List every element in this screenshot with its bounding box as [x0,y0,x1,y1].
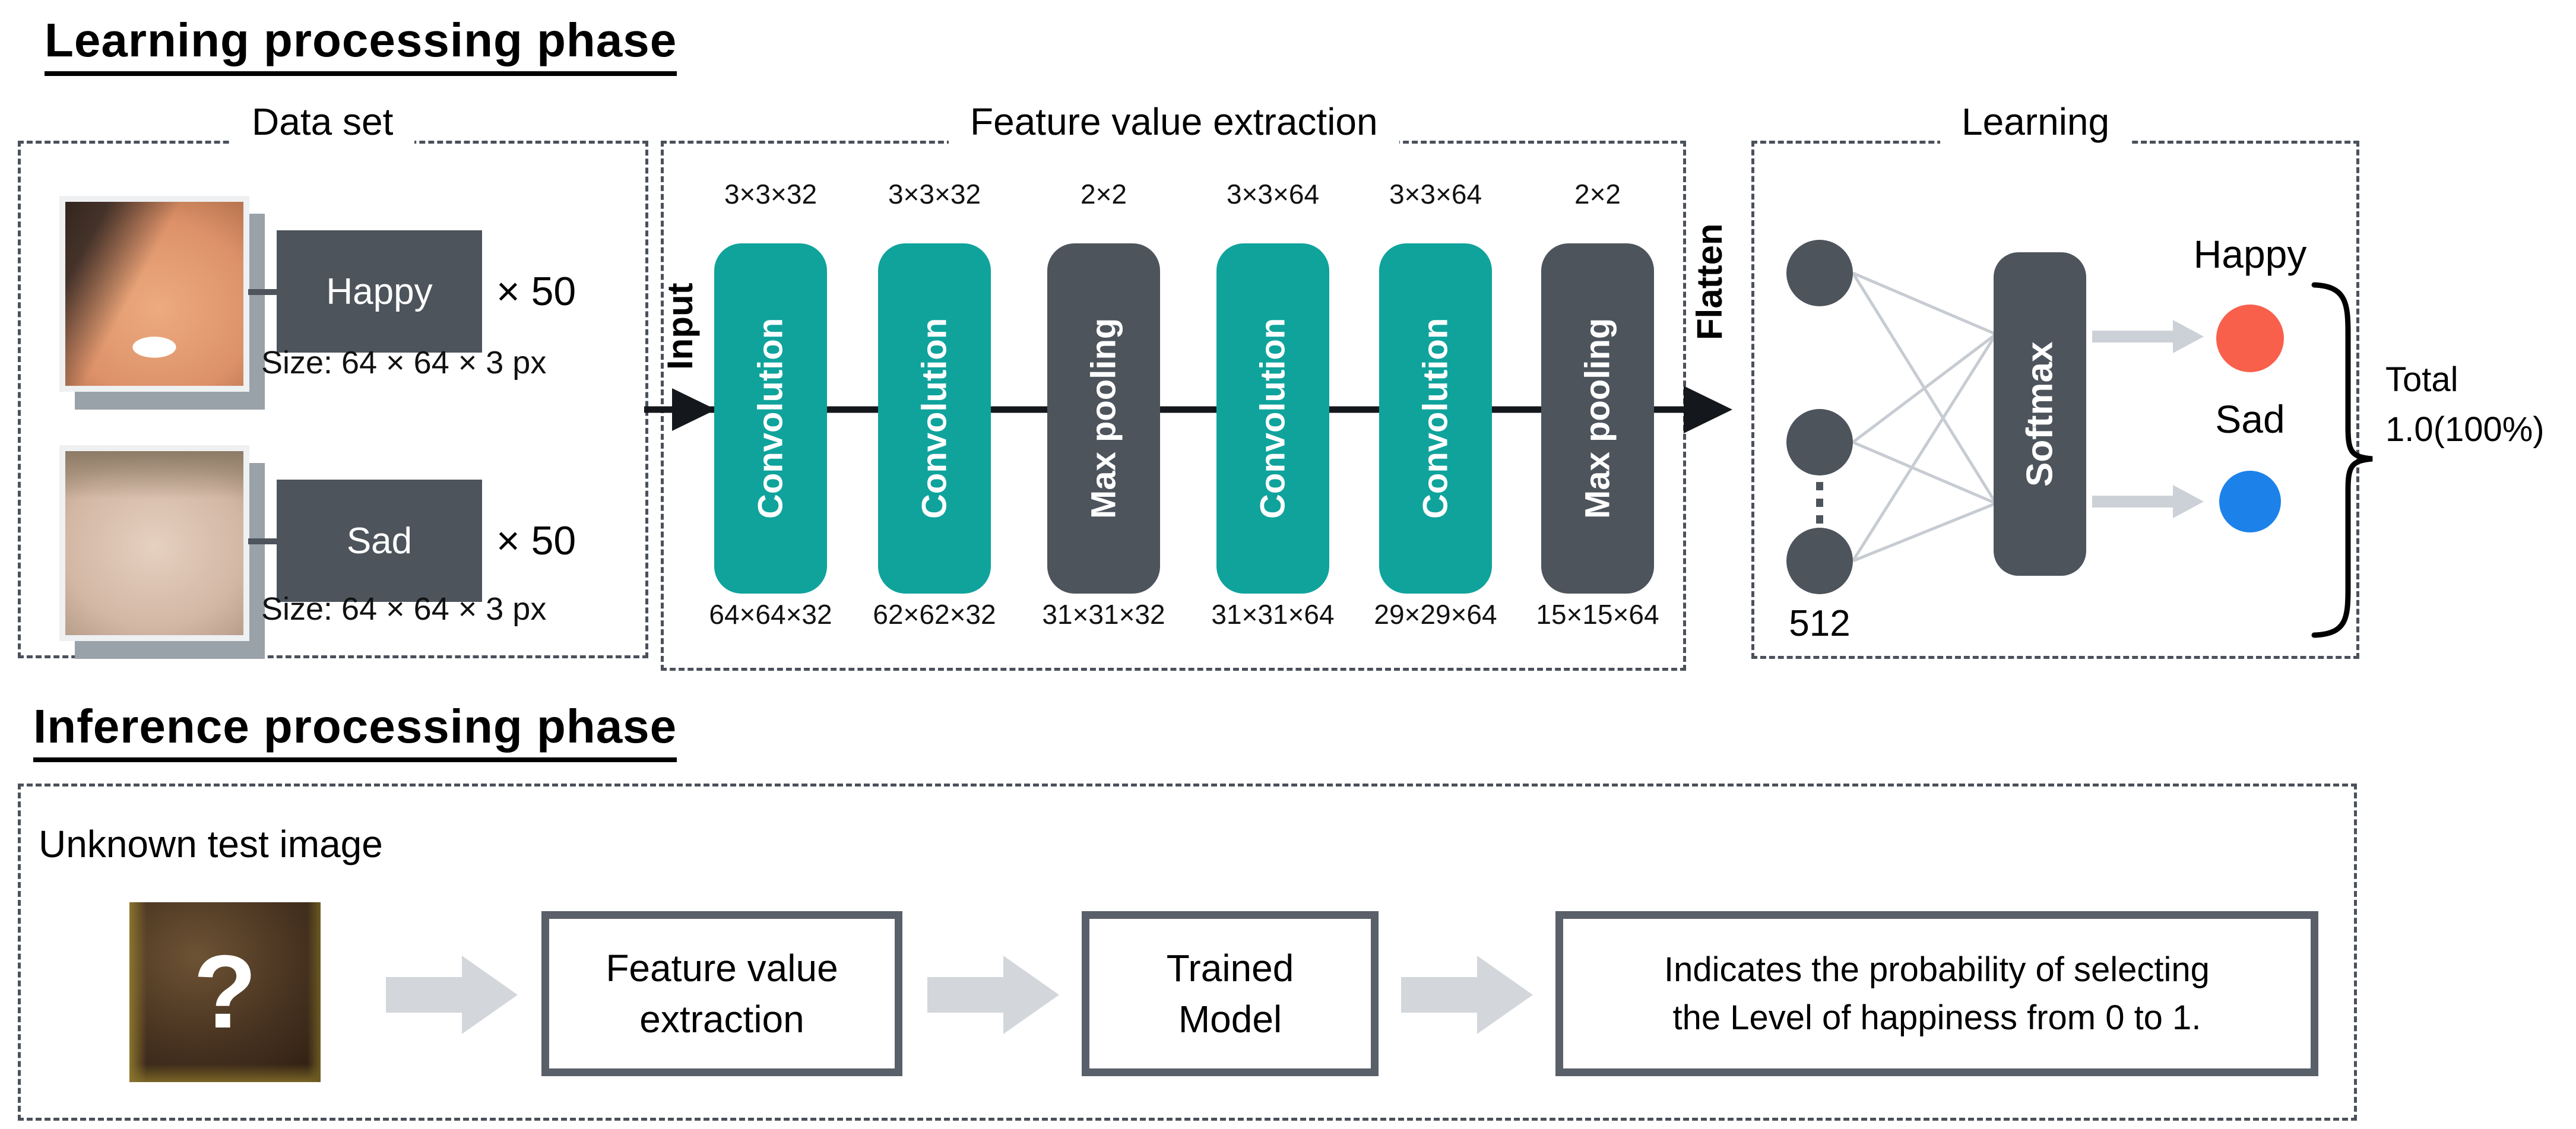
layer-kernel-label: 3×3×64 [1389,179,1482,210]
inference-result-text: Indicates the probability of selecting t… [1664,950,2210,1037]
block-arrow-2-icon [927,956,1059,1034]
conv-layer-4: Convolution [1379,243,1492,594]
inference-phase-title: Inference processing phase [33,699,677,762]
layer-kernel-label: 2×2 [1080,179,1127,210]
output-sad-label: Sad [2215,397,2285,441]
happy-sample-photo [59,196,249,392]
conv-layer-3: Convolution [1216,243,1329,594]
inference-step-trained-model: Trained Model [1082,911,1379,1076]
dense-node-2 [1786,409,1853,475]
dense-node-1 [1786,240,1853,306]
happy-count-label: × 50 [496,269,576,314]
learning-group-title: Learning [1940,100,2131,144]
layer-output-shape: 15×15×64 [1536,599,1659,630]
output-happy-label: Happy [2193,232,2307,276]
sad-label-connector [248,538,278,544]
block-arrow-1-icon [386,956,518,1034]
sad-sample-photo [59,445,249,641]
block-arrow-3-icon [1401,956,1533,1034]
conv-layer-2: Convolution [878,243,991,594]
total-value: 1.0(100%) [2385,410,2545,449]
input-arrowhead-icon [672,388,716,431]
dense-units-label: 512 [1789,603,1851,644]
sad-class-label: Sad [277,480,482,602]
inference-step-label: Feature value extraction [606,946,838,1041]
conv-layer-1: Convolution [714,243,827,594]
feature-extraction-group-title: Feature value extraction [949,100,1399,144]
inference-step-feature-extraction: Feature value extraction [541,911,902,1076]
dense-node-n [1786,528,1853,594]
nn-connection-lines [1851,271,1998,563]
dense-nodes-ellipsis-icon [1816,482,1823,525]
layer-output-shape: 31×31×32 [1042,599,1165,630]
input-label: Input [660,283,700,370]
layer-output-shape: 29×29×64 [1374,599,1497,630]
softmax-output-arrows [2092,320,2204,518]
softmax-layer: Softmax [1994,252,2086,576]
layer-kernel-label: 3×3×32 [888,179,981,210]
inference-group-box [18,784,2357,1121]
happy-label-connector [248,289,278,295]
dataset-group-title: Data set [230,100,415,144]
unknown-test-photo: ? [129,902,321,1082]
flatten-arrowhead-icon [1684,386,1732,433]
output-sad-node [2219,471,2281,532]
layer-kernel-label: 3×3×32 [724,179,818,210]
layer-kernel-label: 2×2 [1574,179,1621,210]
inference-step-label: Trained Model [1166,946,1294,1041]
unknown-test-image-label: Unknown test image [39,822,383,866]
layer-kernel-label: 3×3×64 [1226,179,1320,210]
sad-size-label: Size: 64 × 64 × 3 px [261,591,547,627]
max-pooling-layer-2: Max pooling [1541,243,1654,594]
total-brace-icon [2311,282,2373,638]
sad-count-label: × 50 [496,518,576,563]
layer-output-shape: 31×31×64 [1211,599,1335,630]
happy-class-label: Happy [277,230,482,353]
layer-output-shape: 64×64×32 [709,599,832,630]
happy-size-label: Size: 64 × 64 × 3 px [261,345,547,380]
inference-step-result: Indicates the probability of selecting t… [1555,911,2318,1076]
layer-output-shape: 62×62×32 [873,599,996,630]
learning-phase-title: Learning processing phase [45,13,677,76]
max-pooling-layer-1: Max pooling [1047,243,1160,594]
output-happy-node [2216,305,2284,372]
inference-block-arrows [386,956,1533,1034]
total-label: Total [2385,360,2458,399]
question-mark-overlay: ? [193,934,257,1050]
flatten-label: Flatten [1690,223,1729,341]
